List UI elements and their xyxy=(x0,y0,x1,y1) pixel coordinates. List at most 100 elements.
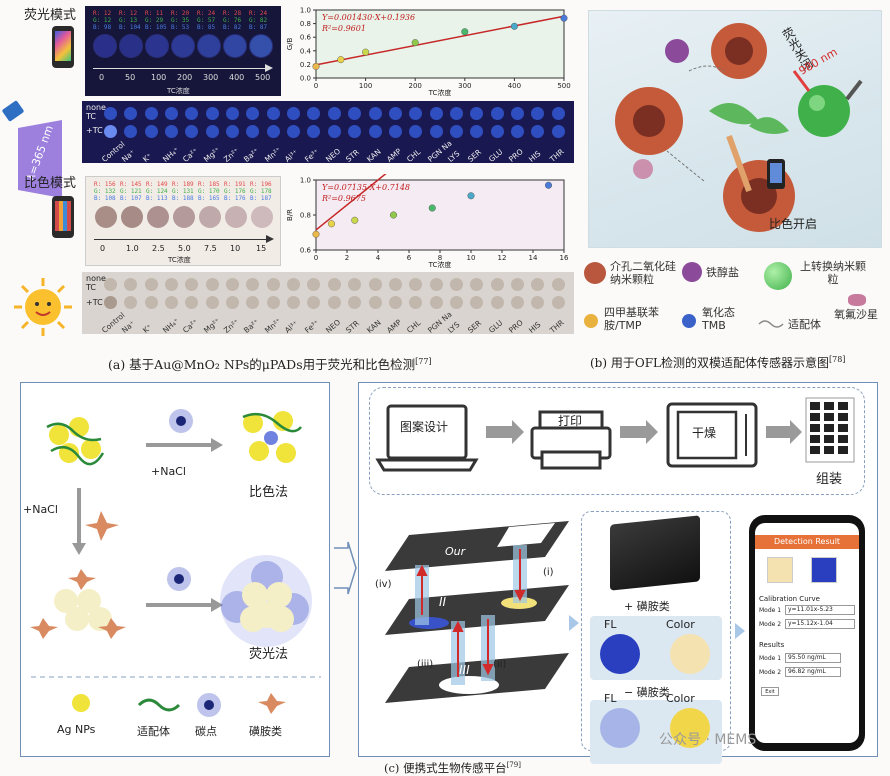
data-point xyxy=(362,48,370,56)
rgb-g: G: 76 xyxy=(223,17,242,24)
strip-well xyxy=(224,35,246,57)
rgb-b: B: 98 xyxy=(93,24,112,31)
interferent-label: NH₄⁺ xyxy=(161,145,181,164)
fl-axis-label: TC浓度 xyxy=(167,87,190,95)
phone-mode2-eq[interactable]: y=15.12x-1.04 xyxy=(785,619,855,629)
interferent-label: SER xyxy=(466,147,484,164)
phone-mode1-eq[interactable]: y=11.01x-5.23 xyxy=(785,605,855,615)
interferent-label: Al³⁺ xyxy=(283,318,300,335)
x-tick-label: 0 xyxy=(314,82,318,90)
interferent-label: KAN xyxy=(364,147,383,164)
x-tick-label: 100 xyxy=(359,82,372,90)
grid-well xyxy=(388,125,402,138)
chip-cell xyxy=(824,446,834,454)
ratio-row-plus-tc: +TC xyxy=(86,298,103,307)
chip-cell xyxy=(824,413,834,421)
rgb-g: G: 13 xyxy=(119,17,138,24)
ratio-row-tc: TC xyxy=(86,283,97,292)
phone-r2-value[interactable]: 96.82 ng/mL xyxy=(785,667,841,677)
chart-plot-area xyxy=(315,9,565,79)
grid-well xyxy=(287,296,301,309)
x-tick-label: 8 xyxy=(438,254,442,262)
grid-well xyxy=(205,296,219,309)
strip-tick-label: 1.0 xyxy=(126,244,139,253)
strip-well xyxy=(173,206,195,228)
grid-well xyxy=(429,278,443,291)
grid-well xyxy=(429,296,443,309)
iron-alkoxide-icon xyxy=(682,262,702,282)
x-tick-label: 200 xyxy=(409,82,422,90)
workflow-box: 图案设计 打印 干燥 组装 xyxy=(369,387,865,495)
grid-well xyxy=(449,107,463,120)
ratio-mode-title: 比色模式 xyxy=(24,176,77,191)
caption-b: (b) 用于OFL检测的双模适配体传感器示意图[78] xyxy=(590,355,846,370)
phone-r1-label: Mode 1 xyxy=(759,655,782,662)
grid-well xyxy=(246,107,260,120)
y-tick-label: 1.0 xyxy=(300,7,311,15)
grid-well xyxy=(226,278,240,291)
grid-well xyxy=(327,278,341,291)
phone-mode2-label: Mode 2 xyxy=(759,621,782,628)
interferent-label: HIS xyxy=(527,319,543,335)
grid-well xyxy=(144,278,158,291)
interferent-label: SER xyxy=(466,318,484,335)
data-point xyxy=(312,62,320,70)
grid-well xyxy=(165,107,179,120)
grid-well xyxy=(205,107,219,120)
y-tick-label: 0.8 xyxy=(300,20,311,28)
interferent-label: AMP xyxy=(384,317,403,335)
chip-cell xyxy=(824,402,834,410)
phone-r1-value[interactable]: 95.50 ng/mL xyxy=(785,653,841,663)
strip-tick-label: 300 xyxy=(203,73,219,82)
interferent-label: HIS xyxy=(527,148,543,164)
strip-well xyxy=(198,35,220,57)
grid-well xyxy=(327,296,341,309)
rgb-g: G: 132 xyxy=(94,188,116,195)
grid-well xyxy=(531,107,545,120)
fit-r2: R²=0.9601 xyxy=(321,24,366,33)
rgb-b: B: 176 xyxy=(224,195,246,202)
x-tick-label: 12 xyxy=(498,254,507,262)
grid-well xyxy=(287,278,301,291)
nacl-label-2: +NaCl xyxy=(23,503,58,516)
phone-exit-button[interactable]: Exit xyxy=(761,687,779,696)
fit-formula: Y=0.07135·X+0.7148 xyxy=(322,183,410,192)
strip-tick-label: 100 xyxy=(151,73,167,82)
strip-well xyxy=(251,206,273,228)
data-point xyxy=(560,14,568,22)
strip-tick-label: 400 xyxy=(229,73,245,82)
interferent-label: STR xyxy=(344,318,362,335)
rgb-r: R: 24 xyxy=(197,10,216,17)
fluorescence-label: 荧光法 xyxy=(249,647,289,662)
interferent-label: Na⁺ xyxy=(120,318,137,335)
grid-well xyxy=(287,125,301,138)
interferent-label: Al³⁺ xyxy=(283,147,300,164)
ratio-row-none: none xyxy=(86,274,106,283)
legend-b: 介孔二氧化硅纳米颗粒 铁醇盐 上转换纳米颗粒 氧氟沙星 四甲基联苯胺/TMP 氧… xyxy=(582,256,890,352)
y-axis-label: B/R xyxy=(286,209,294,221)
rgb-r: R: 191 xyxy=(224,181,246,188)
rgb-r: R: 196 xyxy=(250,181,272,188)
grid-well xyxy=(368,296,382,309)
grid-well xyxy=(226,107,240,120)
x-tick-label: 500 xyxy=(557,82,570,90)
grid-well xyxy=(287,107,301,120)
step-design: 图案设计 xyxy=(400,420,449,434)
grid-well xyxy=(165,125,179,138)
chip-cell xyxy=(824,424,834,432)
interferent-label: STR xyxy=(344,147,362,164)
interferent-label: NH₄⁺ xyxy=(161,316,181,335)
caption-a: (a) 基于Au@MnO₂ NPs的μPADs用于荧光和比色检测[77] xyxy=(108,356,432,372)
interferent-label: Ca²⁺ xyxy=(181,317,201,335)
layer-i: I xyxy=(433,521,437,534)
rgb-g: G: 176 xyxy=(224,188,246,195)
data-point xyxy=(389,211,397,219)
fl-label-minus: FL xyxy=(604,692,617,705)
rgb-g: G: 35 xyxy=(171,17,190,24)
grid-well xyxy=(185,278,199,291)
